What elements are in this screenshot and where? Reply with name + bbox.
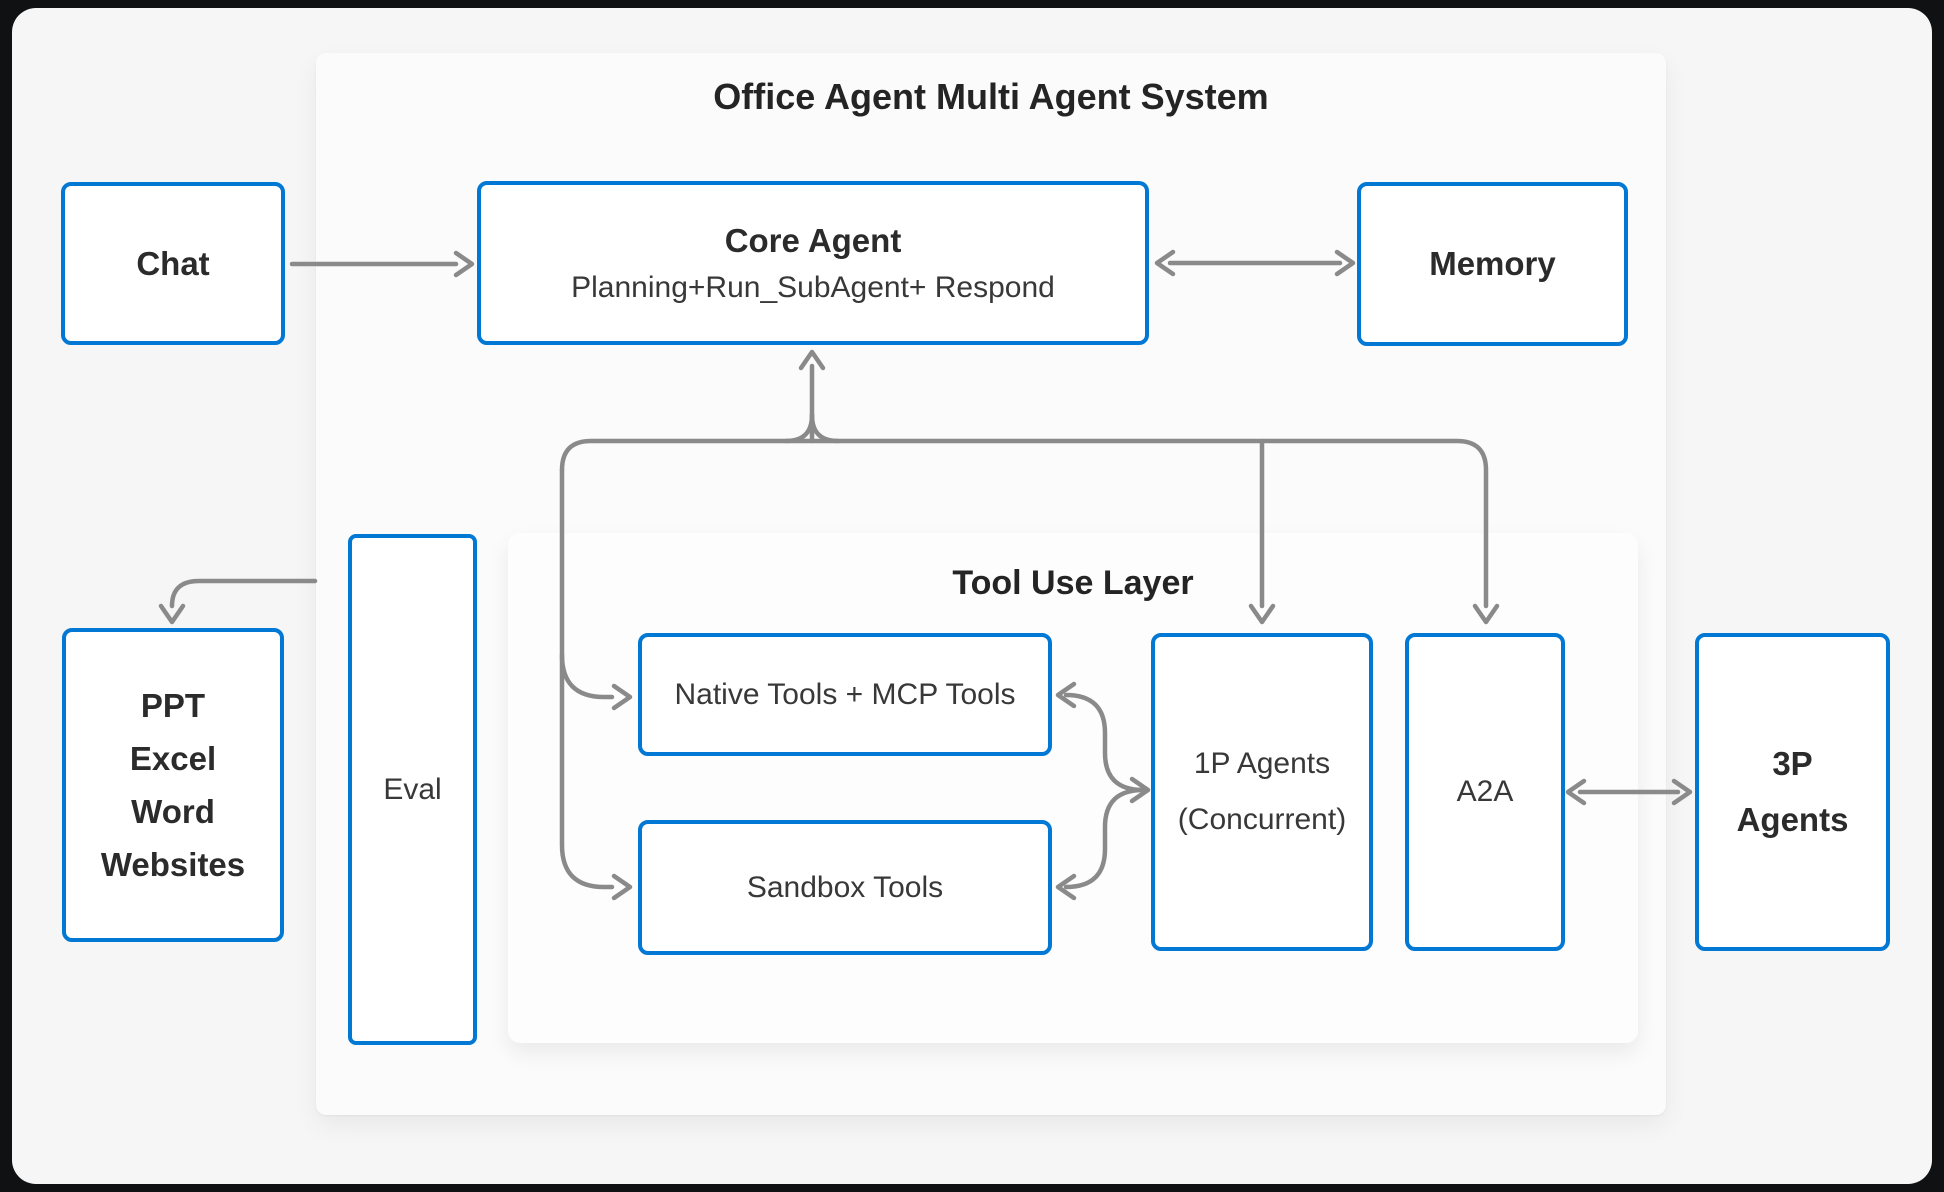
page-title: Office Agent Multi Agent System [713,76,1269,117]
node-a2a-label: A2A [1456,775,1514,808]
node-chat: Chat [61,182,285,345]
node-eval: Eval [348,534,477,1045]
node-1p-agents: 1P Agents (Concurrent) [1151,633,1373,951]
node-a2a: A2A [1405,633,1565,951]
node-3p-agents-line1: 3P [1772,745,1813,782]
node-core-agent-subtitle: Planning+Run_SubAgent+ Respond [571,270,1055,304]
node-3p-agents: 3P Agents [1695,633,1890,951]
node-3p-agents-line2: Agents [1736,801,1849,838]
node-outputs-lines: PPT Excel Word Websites [101,679,245,891]
node-eval-label: Eval [383,772,442,806]
output-line: Excel [129,740,217,777]
output-line: Word [131,793,215,830]
output-line: PPT [140,687,206,724]
output-line: Websites [100,846,246,883]
node-1p-agents-line1: 1P Agents [1193,747,1331,780]
node-core-agent: Core Agent Planning+Run_SubAgent+ Respon… [477,181,1149,345]
tool-use-layer-title: Tool Use Layer [952,564,1194,602]
node-memory: Memory [1357,182,1628,346]
node-native-tools: Native Tools + MCP Tools [638,633,1052,756]
node-sandbox-tools: Sandbox Tools [638,820,1052,955]
node-1p-agents-line2: (Concurrent) [1177,803,1347,836]
node-outputs: PPT Excel Word Websites [62,628,284,942]
node-memory-label: Memory [1429,245,1556,282]
node-native-tools-label: Native Tools + MCP Tools [674,677,1016,711]
node-sandbox-tools-label: Sandbox Tools [746,870,944,904]
node-core-agent-title: Core Agent [724,221,902,259]
node-chat-label: Chat [136,244,210,282]
